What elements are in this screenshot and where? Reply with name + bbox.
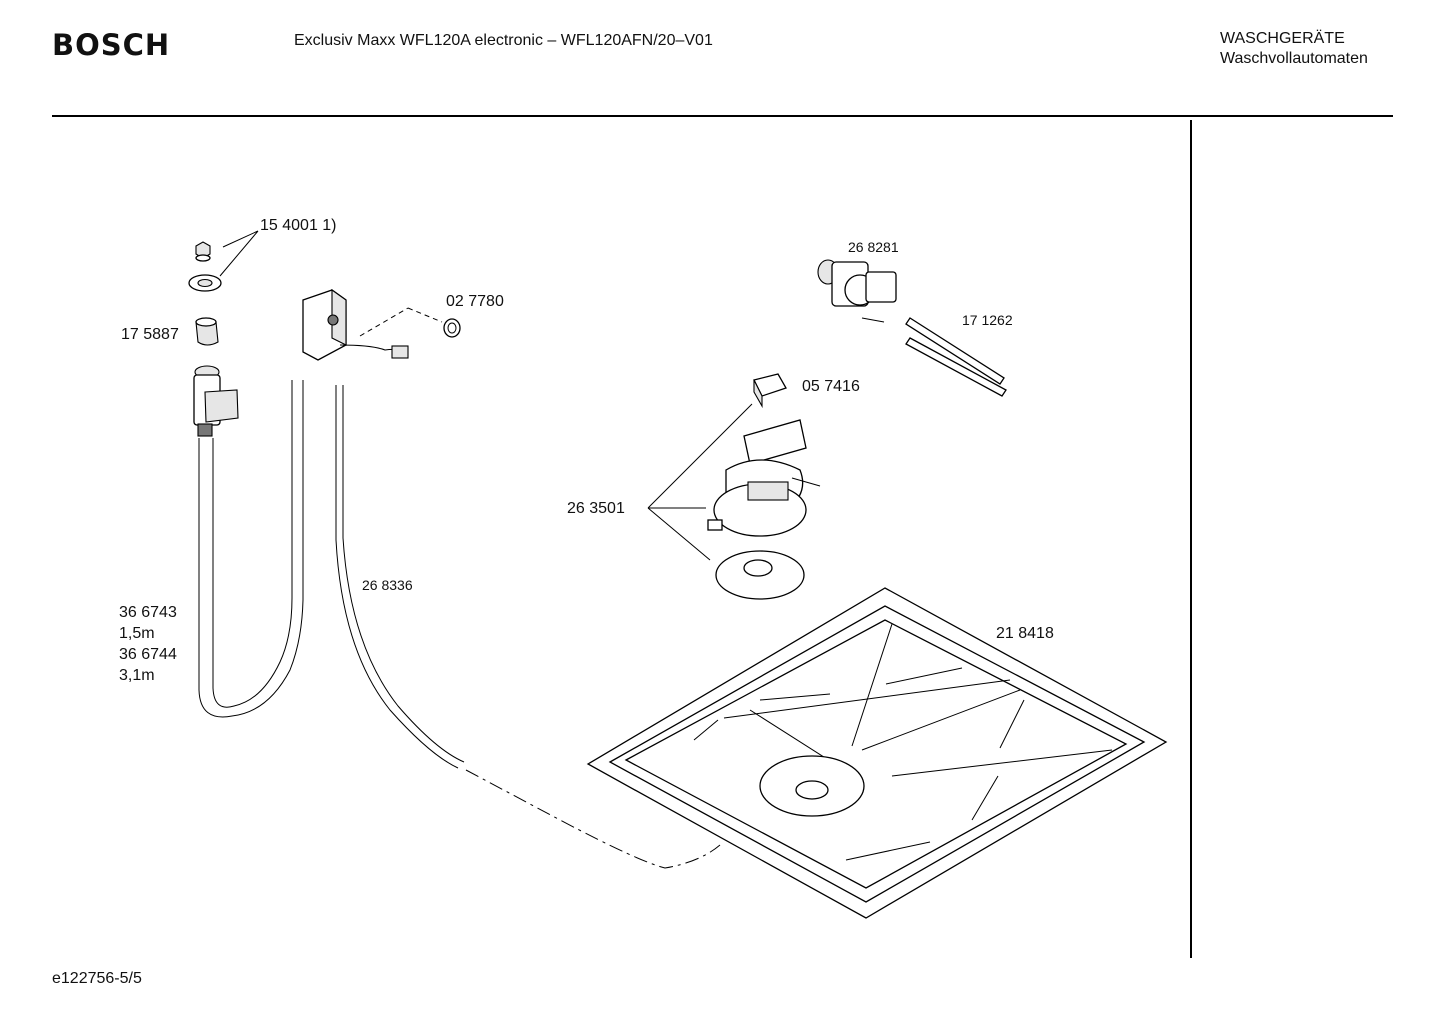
hose-outer-b [212, 380, 293, 708]
bosch-logo: BOSCH [52, 28, 171, 62]
rod-pair-part [905, 317, 1007, 397]
label-057416: 05 7416 [802, 378, 860, 395]
category: WASCHGERÄTE Waschvollautomaten [1220, 29, 1368, 69]
label-366743: 36 6743 [119, 604, 177, 621]
leader-154001 [219, 230, 259, 277]
document-id: e122756-5/5 [52, 970, 142, 987]
dash-dot-path [465, 769, 721, 869]
drain-hose-a [335, 385, 459, 769]
label-218418: 21 8418 [996, 625, 1054, 642]
label-171262: 17 1262 [962, 312, 1013, 328]
label-length-1: 1,5m [119, 625, 155, 642]
nut-part [195, 241, 211, 262]
label-027780: 02 7780 [446, 293, 504, 310]
side-rule [1190, 120, 1192, 958]
label-263501: 26 3501 [567, 500, 625, 517]
washer-part [188, 274, 222, 292]
clip-part [753, 373, 787, 409]
pressure-switch-part [707, 419, 821, 537]
leader-263501 [647, 507, 711, 561]
drain-hose-b [342, 385, 465, 763]
category-line-1: WASCHGERÄTE [1220, 30, 1345, 47]
label-154001: 15 4001 1) [260, 217, 337, 234]
seal-ring-part [407, 307, 461, 338]
base-plate-part [586, 587, 1168, 919]
leader-057416 [647, 403, 753, 509]
label-366744: 36 6744 [119, 646, 177, 663]
membrane-disc-part [715, 550, 805, 600]
cap-part [195, 317, 219, 346]
label-268336: 26 8336 [362, 577, 413, 593]
valve-body-part [302, 288, 409, 361]
label-268281: 26 8281 [848, 239, 899, 255]
inlet-connector-part [193, 365, 239, 437]
pressure-valve-part [817, 259, 897, 323]
category-line-2: Waschvollautomaten [1220, 50, 1368, 67]
label-175887: 17 5887 [121, 326, 179, 343]
model-title: Exclusiv Maxx WFL120A electronic – WFL12… [294, 32, 713, 49]
header-rule [52, 115, 1393, 117]
hose-outer-a [198, 380, 304, 718]
label-length-2: 3,1m [119, 667, 155, 684]
